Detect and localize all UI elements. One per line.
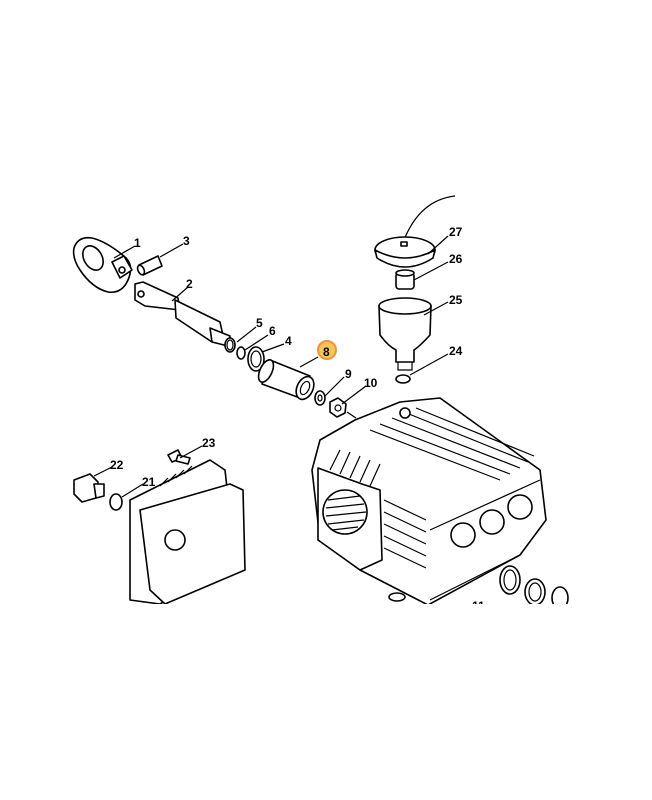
part-27-cap[interactable] [374,195,456,268]
part-26-valve[interactable] [395,269,415,290]
callout-11[interactable]: 11 [472,599,485,613]
callout-9[interactable]: 9 [345,367,352,381]
part-8-plunger[interactable] [255,358,317,403]
part-25-valve-housing[interactable] [378,297,432,371]
callout-26[interactable]: 26 [449,252,463,266]
callout-2[interactable]: 2 [186,277,193,291]
callout-24[interactable]: 24 [449,344,463,358]
callout-25[interactable]: 25 [449,293,463,307]
part-6-o-ring[interactable] [236,346,246,360]
bottom-rings[interactable] [388,565,569,609]
part-24-o-ring[interactable] [395,374,411,384]
callout-6[interactable]: 6 [269,324,276,338]
pump-housing[interactable] [311,397,547,605]
highlight-marker [317,340,337,360]
leader-lines [93,235,449,498]
callout-4[interactable]: 4 [285,334,292,348]
rear-cover[interactable] [129,459,246,604]
part-5-seal[interactable] [224,337,236,353]
callout-10[interactable]: 10 [364,376,378,390]
part-21-o-ring[interactable] [109,493,123,511]
part-3-pin[interactable] [136,255,163,276]
part-9-washer[interactable] [314,390,326,406]
part-23-screw[interactable] [167,449,191,465]
part-4-retainer[interactable] [247,346,265,372]
part-22-plug[interactable] [73,473,105,503]
callout-21[interactable]: 21 [142,475,156,489]
callout-1[interactable]: 1 [134,236,141,250]
callout-8[interactable]: 8 [323,345,330,359]
callout-23[interactable]: 23 [202,436,216,450]
callout-22[interactable]: 22 [110,458,124,472]
part-1-connecting-rod[interactable] [72,236,133,294]
callout-5[interactable]: 5 [256,316,263,330]
part-2-plunger-guide[interactable] [134,281,231,347]
part-10-nut[interactable] [329,397,347,418]
callout-27[interactable]: 27 [449,225,463,239]
callout-3[interactable]: 3 [183,234,190,248]
